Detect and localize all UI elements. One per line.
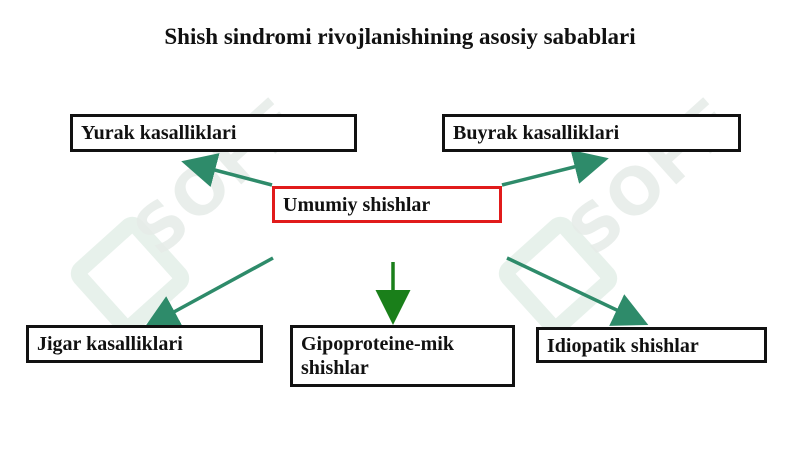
node-idiopathic-edema: Idiopatik shishlar xyxy=(536,327,767,363)
node-hypoprotein-label: Gipoproteine-mik shishlar xyxy=(301,333,454,379)
node-kidney-diseases: Buyrak kasalliklari xyxy=(442,114,741,152)
arrow-to-liver xyxy=(143,256,274,329)
node-general-edema: Umumiy shishlar xyxy=(272,186,502,223)
node-general-edema-label: Umumiy shishlar xyxy=(283,194,431,216)
arrow-to-idiopathic xyxy=(506,256,649,326)
arrow-to-heart xyxy=(181,153,273,188)
node-hypoproteinemic-edema: Gipoproteine-mik shishlar xyxy=(290,325,515,387)
node-heart-label: Yurak kasalliklari xyxy=(81,122,237,144)
arrow-to-kidney xyxy=(501,149,609,187)
node-idiopathic-label: Idiopatik shishlar xyxy=(547,335,699,357)
node-liver-label: Jigar kasalliklari xyxy=(37,333,183,355)
node-heart-diseases: Yurak kasalliklari xyxy=(70,114,357,152)
diagram-title: Shish sindromi rivojlanishining asosiy s… xyxy=(164,24,636,49)
node-liver-diseases: Jigar kasalliklari xyxy=(26,325,263,363)
node-kidney-label: Buyrak kasalliklari xyxy=(453,122,620,144)
